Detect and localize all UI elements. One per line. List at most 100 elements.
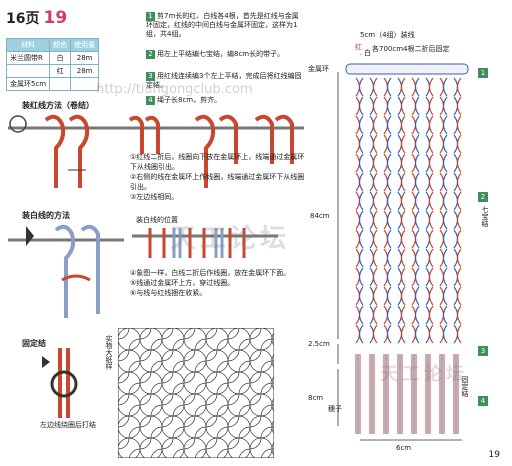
net-cord-segment — [400, 248, 406, 268]
white-notes: ④象图一样，白线二折后作线圈，放在金属环下面。 ⑤线通过金属环上方，穿过线圈。 … — [130, 269, 291, 297]
net-cord-segment — [400, 210, 406, 230]
net-cord-segment — [400, 96, 406, 116]
net-cord-segment — [386, 324, 392, 344]
net-cord-segment — [456, 267, 462, 287]
net-cord-segment — [400, 229, 406, 249]
net-cord-segment — [456, 248, 462, 268]
sample-grid — [118, 328, 274, 458]
net-cord-segment — [442, 324, 448, 344]
length-label: 84cm — [310, 212, 330, 220]
net-cord-segment — [414, 115, 420, 135]
net-cord-segment — [456, 153, 462, 173]
side-badge-4: 4 — [478, 396, 488, 406]
net-cord-segment — [442, 248, 448, 268]
net-cord-segment — [372, 172, 378, 192]
side-badge-1: 1 — [478, 68, 488, 78]
net-cord-segment — [386, 248, 392, 268]
net-cord-segment — [428, 229, 434, 249]
net-cord-segment — [358, 286, 364, 306]
net-cord-segment — [372, 191, 378, 211]
net-cord-segment — [456, 191, 462, 211]
net-cord-segment — [414, 286, 420, 306]
macrame-diagram — [337, 54, 469, 441]
white-knot-illustration — [8, 224, 124, 318]
bottom-dimension: 6cm — [396, 444, 412, 452]
ring-label: 金属环 — [308, 65, 329, 73]
net-cord-segment — [386, 134, 392, 154]
net-cord-segment — [386, 267, 392, 287]
net-cord-segment — [456, 305, 462, 325]
top-dimension: 5cm（4组）装线 — [360, 31, 415, 39]
mat-cell: 白 — [49, 51, 72, 65]
mat-header: 材料 — [5, 38, 51, 52]
net-cord-segment — [456, 77, 462, 97]
net-cord-segment — [372, 77, 378, 97]
net-cord-segment — [372, 210, 378, 230]
page-num: 19 — [43, 8, 68, 28]
sample-label: 实物大纸样 — [105, 335, 113, 370]
net-cord-segment — [400, 172, 406, 192]
net-cord-segment — [358, 267, 364, 287]
side-badge-3: 3 — [478, 346, 488, 356]
watermark-text-2: 天工论坛 — [380, 364, 468, 385]
net-cord-segment — [456, 324, 462, 344]
net-cord-segment — [442, 210, 448, 230]
net-cord-segment — [358, 324, 364, 344]
net-cord-segment — [358, 77, 364, 97]
net-cord-segment — [456, 96, 462, 116]
net-cord-segment — [442, 229, 448, 249]
net-cord-segment — [386, 286, 392, 306]
net-cord-segment — [414, 248, 420, 268]
net-cord-segment — [442, 96, 448, 116]
net-cord-segment — [372, 96, 378, 116]
net-cord-segment — [456, 134, 462, 154]
mat-cell — [70, 77, 100, 91]
fix-knot-side-label: 固定结 — [461, 376, 469, 397]
net-cord-segment — [414, 305, 420, 325]
net-cord-segment — [372, 115, 378, 135]
net-cord-segment — [386, 96, 392, 116]
net-cord-segment — [386, 153, 392, 173]
net-cord-segment — [358, 210, 364, 230]
net-cord-segment — [442, 267, 448, 287]
mat-cell: 米兰圆带R — [5, 51, 51, 65]
net-cord-segment — [442, 153, 448, 173]
net-cord-segment — [428, 96, 434, 116]
mat-header: 颜色 — [49, 38, 72, 52]
net-cord-segment — [414, 210, 420, 230]
net-cord-segment — [414, 77, 420, 97]
red-notes: ①红线二折后，线圈向下放在金属环上，线端通过金属环下从线圈引出。 ②右侧的线在金… — [130, 153, 305, 201]
net-cord-segment — [442, 305, 448, 325]
mat-cell — [5, 64, 51, 78]
net-cord-segment — [372, 248, 378, 268]
net-cord-segment — [428, 267, 434, 287]
net-cord-segment — [400, 134, 406, 154]
net-cord-segment — [386, 77, 392, 97]
net-cord-segment — [358, 96, 364, 116]
net-cord-segment — [456, 115, 462, 135]
net-cord-segment — [456, 229, 462, 249]
net-cord-segment — [372, 229, 378, 249]
net-cord-segment — [442, 115, 448, 135]
net-cord-segment — [414, 267, 420, 287]
page-label: 16页 — [6, 11, 40, 27]
net-cord-segment — [358, 191, 364, 211]
net-cord-segment — [372, 305, 378, 325]
net-cord-segment — [428, 286, 434, 306]
side-badge-2: 2 — [478, 192, 488, 202]
gap-label: 2.5cm — [308, 340, 330, 348]
net-cord-segment — [428, 305, 434, 325]
red-label: 红 — [355, 43, 362, 51]
net-cord-segment — [428, 172, 434, 192]
cord-note: 各700cm4根二折后固定 — [372, 45, 450, 53]
net-cord-segment — [400, 115, 406, 135]
red-method-title: 装红线方法（卷结） — [22, 101, 94, 110]
mat-cell: 金属环5cm — [5, 77, 51, 91]
net-cord-segment — [428, 210, 434, 230]
net-cord-segment — [386, 191, 392, 211]
net-cord-segment — [414, 153, 420, 173]
net-cord-segment — [428, 248, 434, 268]
net-cord-segment — [428, 153, 434, 173]
